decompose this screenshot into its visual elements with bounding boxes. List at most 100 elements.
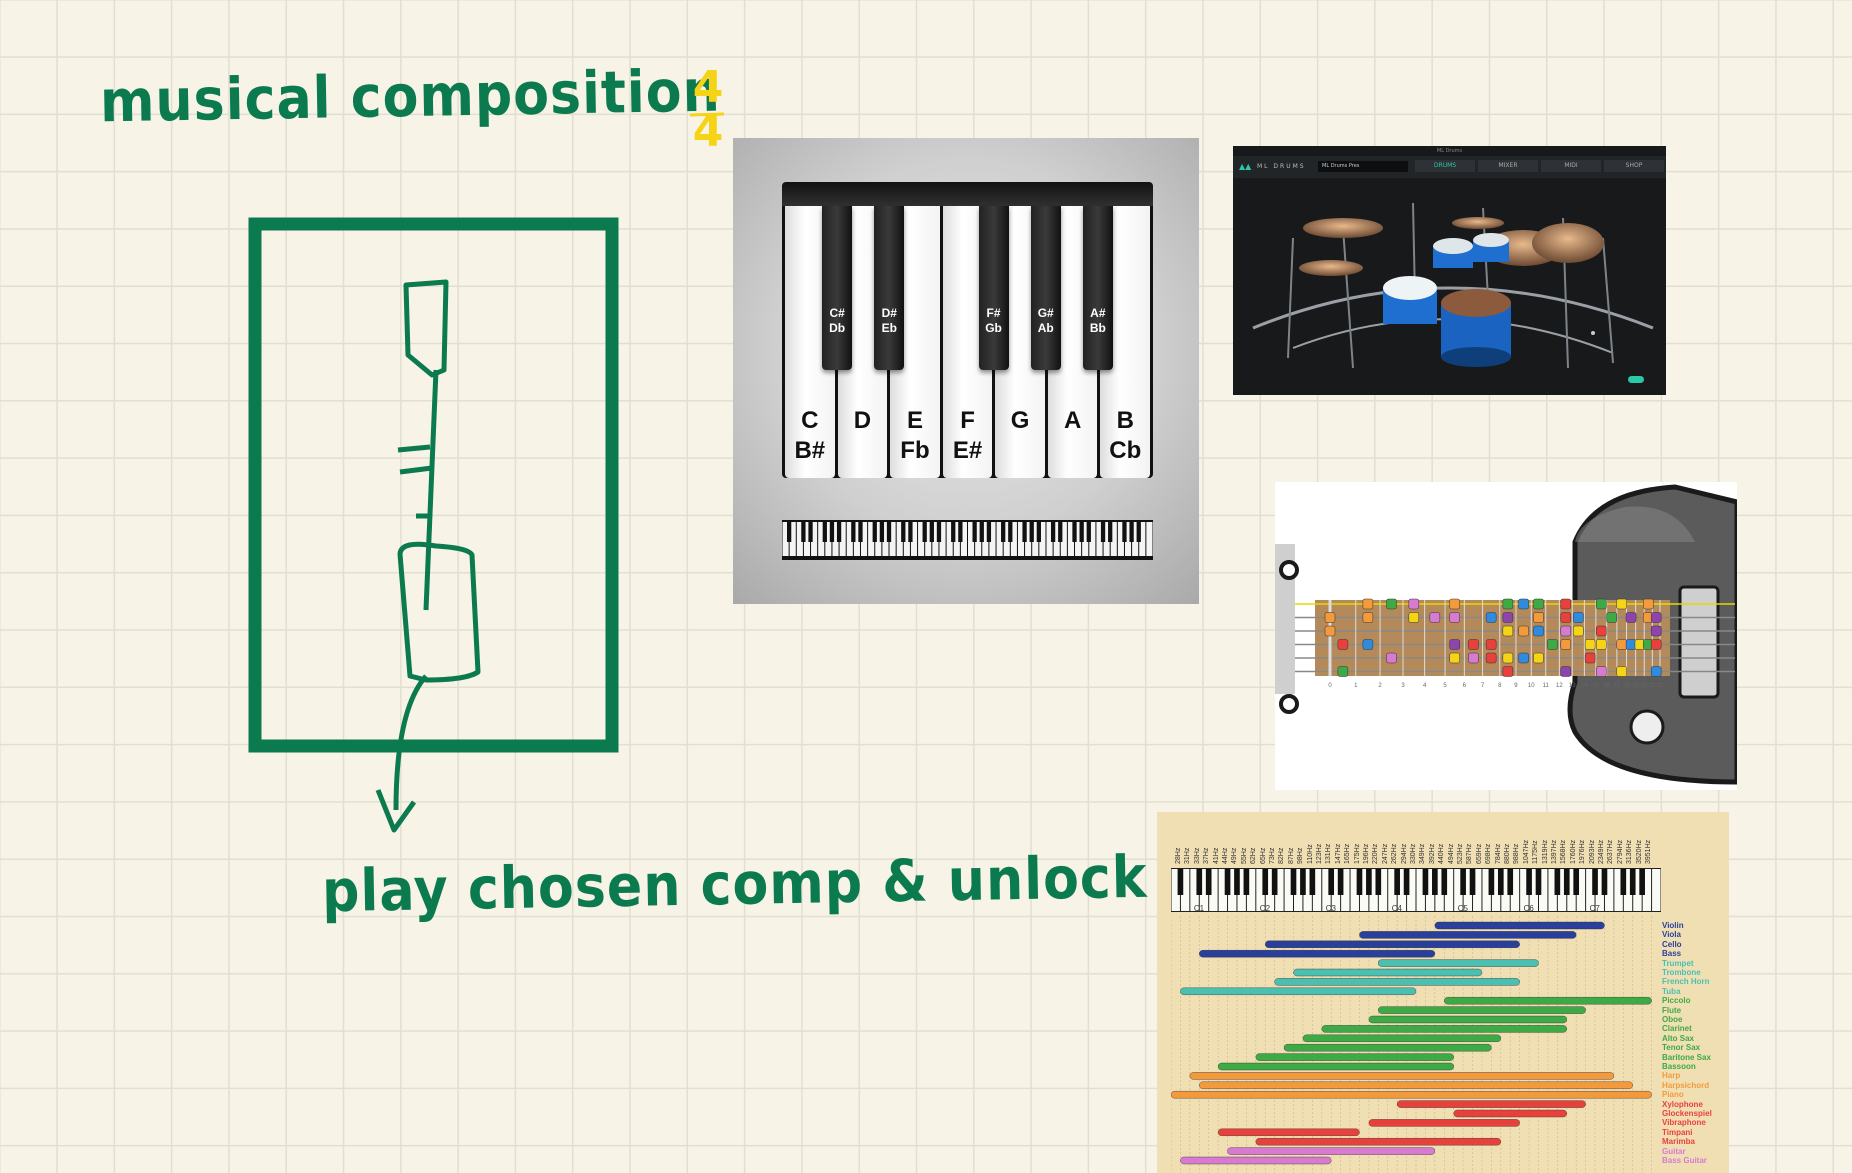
instrument-label: Bass Guitar xyxy=(1662,1156,1707,1165)
white-key-alt: Fb xyxy=(900,437,930,464)
instrument-label: Viola xyxy=(1662,930,1681,940)
octave-label: C5 xyxy=(1457,904,1468,913)
fret-number: 16 xyxy=(1603,683,1610,689)
frequency-label: 523Hz xyxy=(1457,843,1464,864)
instrument-label: Guitar xyxy=(1662,1146,1686,1156)
range-bar xyxy=(1368,1119,1520,1127)
black-key-flat: Eb xyxy=(881,321,897,335)
instrument-label: Tenor Sax xyxy=(1662,1043,1701,1053)
octave-label: C7 xyxy=(1589,904,1600,913)
instrument-label: Harp xyxy=(1662,1071,1681,1081)
instrument-label: Cello xyxy=(1662,939,1682,949)
fret-number: 22 xyxy=(1657,683,1664,689)
mini-keyboard xyxy=(782,520,1153,560)
range-bar xyxy=(1199,1081,1633,1090)
fret-number: 2 xyxy=(1378,683,1382,689)
instrument-label: Tuba xyxy=(1662,986,1681,996)
range-keyboard xyxy=(1171,868,1661,912)
range-bar xyxy=(1255,1053,1454,1061)
frequency-label: 1047Hz xyxy=(1522,839,1530,864)
octave-label: C3 xyxy=(1325,904,1336,913)
white-key-alt: B# xyxy=(794,437,826,464)
fret-number: 14 xyxy=(1581,683,1588,689)
frequency-label: 349Hz xyxy=(1419,843,1427,864)
frequency-label: 31Hz xyxy=(1184,847,1192,864)
frequency-label: 37Hz xyxy=(1203,847,1211,864)
frequency-label: 3951Hz xyxy=(1645,839,1652,864)
ml-logo-icon: ▲▲ xyxy=(1239,162,1252,171)
range-bar xyxy=(1255,1137,1502,1146)
fret-number: 13 xyxy=(1569,683,1576,689)
page-title: musical composition xyxy=(99,56,722,136)
frequency-label: 392Hz xyxy=(1428,843,1436,864)
black-key-sharp: F# xyxy=(986,306,1001,320)
range-bars xyxy=(1171,916,1652,1173)
octave-label: C2 xyxy=(1259,904,1271,913)
octave-label: C1 xyxy=(1193,904,1205,913)
drums-tab-drums[interactable]: DRUMS xyxy=(1415,160,1475,172)
range-bar xyxy=(1217,1062,1454,1071)
frequency-label: 82Hz xyxy=(1278,847,1286,864)
frequency-label: 33Hz xyxy=(1193,847,1201,864)
instrument-label: Glockenspiel xyxy=(1662,1109,1712,1118)
frequency-label: 494Hz xyxy=(1447,843,1455,864)
frequency-label: 49Hz xyxy=(1231,847,1239,864)
drums-tab-midi[interactable]: MIDI xyxy=(1541,160,1601,172)
preset-select[interactable]: ML Drums Pres xyxy=(1318,161,1408,172)
fret-number: 6 xyxy=(1463,683,1467,689)
range-bar xyxy=(1368,1015,1567,1024)
drums-tab-shop[interactable]: SHOP xyxy=(1604,160,1664,172)
white-key-name: G xyxy=(1010,407,1030,434)
range-bar xyxy=(1302,1034,1502,1043)
drums-tab-mixer[interactable]: MIXER xyxy=(1478,160,1538,172)
fret-number: 17 xyxy=(1614,683,1621,689)
frequency-label: 87Hz xyxy=(1287,847,1295,864)
time-signature-divider xyxy=(689,112,725,117)
black-key-flat: Db xyxy=(829,321,846,335)
frequency-label: 62Hz xyxy=(1250,847,1258,864)
instrument-label: Vibraphone xyxy=(1662,1118,1706,1128)
instrument-label: Piccolo xyxy=(1662,996,1691,1006)
fret-number: 0 xyxy=(1328,683,1332,689)
instrument-label: Harpsichord xyxy=(1662,1080,1710,1090)
instrument-label: Timpani xyxy=(1662,1127,1693,1137)
black-key-sharp: C# xyxy=(829,306,845,320)
frequency-label: 247Hz xyxy=(1381,843,1389,864)
instrument-label: Alto Sax xyxy=(1662,1033,1695,1043)
black-key-flat: Gb xyxy=(985,321,1002,335)
white-key-name: D xyxy=(853,407,872,434)
range-bar xyxy=(1453,1109,1567,1118)
black-key-sharp: A# xyxy=(1090,306,1106,320)
fret-number: 15 xyxy=(1593,683,1600,689)
instrument-label: Bassoon xyxy=(1662,1062,1696,1071)
black-key-sharp: D# xyxy=(881,306,897,320)
frequency-label: 98Hz xyxy=(1297,847,1305,864)
frequency-label: 2349Hz xyxy=(1598,839,1605,864)
frequency-label: 440Hz xyxy=(1438,843,1446,864)
instrument-label: Xylophone xyxy=(1662,1099,1703,1109)
range-bar xyxy=(1274,978,1520,986)
fret-number: 8 xyxy=(1498,683,1502,689)
frequency-label: 220Hz xyxy=(1372,843,1380,864)
fret-number: 7 xyxy=(1481,683,1485,689)
range-bar xyxy=(1217,1128,1360,1137)
frequency-label: 3136Hz xyxy=(1626,839,1634,864)
instrument-label: Flute xyxy=(1662,1005,1682,1015)
fret-number: 5 xyxy=(1443,683,1447,689)
frequency-label: 880Hz xyxy=(1504,843,1511,864)
frequency-label: 175Hz xyxy=(1353,843,1361,864)
caption-text: play chosen comp & unlock xyxy=(321,842,1149,926)
fret-number: 4 xyxy=(1423,683,1427,689)
frequency-label: 147Hz xyxy=(1334,843,1342,864)
black-key-d-sharp: D#Eb xyxy=(874,206,905,370)
frequency-label: 659Hz xyxy=(1475,843,1483,864)
instrument-label: Bass xyxy=(1662,949,1682,959)
frequency-label: 784Hz xyxy=(1494,843,1502,864)
range-bar xyxy=(1444,996,1652,1005)
fret-number: 9 xyxy=(1514,683,1518,689)
drums-brand: ML DRUMS xyxy=(1257,163,1306,170)
frequency-label: 44Hz xyxy=(1222,847,1229,864)
frequency-label: 2637Hz xyxy=(1607,839,1615,864)
